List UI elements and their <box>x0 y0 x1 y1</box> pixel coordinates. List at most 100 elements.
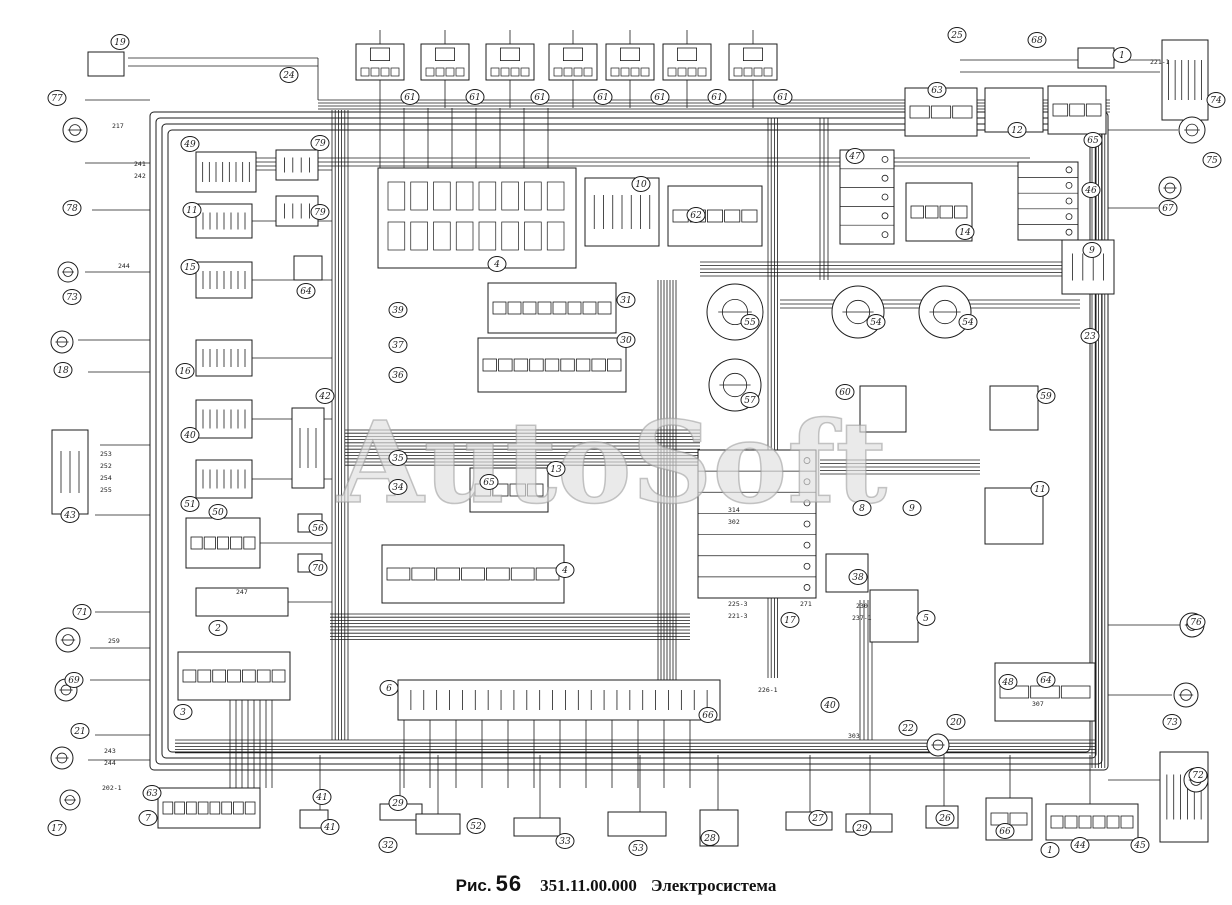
component-callout-52: 52 <box>466 818 486 834</box>
svg-text:23: 23 <box>1083 332 1096 342</box>
component-callout-30: 30 <box>616 332 636 348</box>
component-callout-15: 15 <box>180 259 200 275</box>
component-callout-17: 17 <box>47 820 67 836</box>
component-callout-29: 29 <box>388 795 408 811</box>
component-callout-61: 61 <box>400 89 420 105</box>
svg-text:11: 11 <box>1034 485 1045 495</box>
component-callout-63: 63 <box>927 82 947 98</box>
wire-label: 243 <box>104 747 116 755</box>
component-block-cells <box>177 651 291 701</box>
svg-text:67: 67 <box>1162 204 1174 214</box>
component-callout-49: 49 <box>180 136 200 152</box>
component-callout-27: 27 <box>808 810 828 826</box>
svg-text:72: 72 <box>1192 771 1204 781</box>
svg-text:35: 35 <box>392 454 404 464</box>
svg-text:54: 54 <box>870 318 882 328</box>
svg-text:11: 11 <box>186 206 197 216</box>
component-callout-45: 45 <box>1130 837 1150 853</box>
component-block-pins <box>275 149 319 181</box>
component-callout-18: 18 <box>53 362 73 378</box>
svg-text:37: 37 <box>392 341 404 351</box>
wire-label: 221-3 <box>728 612 748 620</box>
component-callout-40: 40 <box>180 427 200 443</box>
svg-text:26: 26 <box>938 814 951 824</box>
component-callout-39: 39 <box>388 302 408 318</box>
component-callout-17: 17 <box>780 612 800 628</box>
svg-text:29: 29 <box>855 824 868 834</box>
component-callout-20: 20 <box>946 714 966 730</box>
wire-label: 307 <box>1032 700 1044 708</box>
component-callout-64: 64 <box>296 283 316 299</box>
component-block-relay <box>605 43 655 81</box>
svg-text:34: 34 <box>392 483 404 493</box>
component-callout-9: 9 <box>1082 242 1102 258</box>
svg-text:38: 38 <box>852 573 864 583</box>
gauge-symbol <box>1158 176 1182 200</box>
component-callout-41: 41 <box>312 789 332 805</box>
component-callout-57: 57 <box>740 392 760 408</box>
wire-label: 226-1 <box>758 686 778 694</box>
component-block-pins <box>195 151 257 193</box>
svg-text:9: 9 <box>1089 246 1095 256</box>
svg-text:9: 9 <box>909 504 915 514</box>
svg-text:78: 78 <box>66 204 78 214</box>
svg-text:50: 50 <box>212 508 224 518</box>
component-callout-79: 79 <box>310 135 330 151</box>
svg-text:36: 36 <box>392 371 404 381</box>
component-callout-33: 33 <box>555 833 575 849</box>
svg-text:24: 24 <box>282 71 295 81</box>
component-callout-67: 67 <box>1158 200 1178 216</box>
component-callout-64: 64 <box>1036 672 1056 688</box>
component-callout-10: 10 <box>631 176 651 192</box>
svg-text:42: 42 <box>318 392 331 402</box>
svg-text:62: 62 <box>690 211 702 221</box>
component-callout-32: 32 <box>378 837 398 853</box>
svg-text:56: 56 <box>312 524 324 534</box>
component-callout-23: 23 <box>1080 328 1100 344</box>
svg-text:48: 48 <box>1001 678 1014 688</box>
component-block-box <box>1077 47 1115 69</box>
svg-text:17: 17 <box>51 824 63 834</box>
svg-text:53: 53 <box>632 844 644 854</box>
svg-text:30: 30 <box>620 336 632 346</box>
component-callout-19: 19 <box>110 34 130 50</box>
wire-label: 230 <box>856 602 868 610</box>
component-block-rows <box>1017 161 1079 241</box>
svg-text:41: 41 <box>323 823 335 833</box>
svg-text:79: 79 <box>314 139 326 149</box>
svg-text:51: 51 <box>184 500 195 510</box>
component-callout-69: 69 <box>64 672 84 688</box>
gauge-symbol <box>706 283 764 341</box>
svg-text:32: 32 <box>382 841 394 851</box>
component-callout-9: 9 <box>902 500 922 516</box>
gauge-symbol <box>55 627 81 653</box>
svg-text:1: 1 <box>1047 846 1053 856</box>
svg-text:22: 22 <box>901 724 914 734</box>
svg-text:52: 52 <box>470 822 482 832</box>
component-callout-11: 11 <box>182 202 202 218</box>
wire-label: 242 <box>134 172 146 180</box>
component-block-relay <box>728 43 778 81</box>
watermark: AutoSoft <box>336 398 888 529</box>
svg-text:14: 14 <box>959 228 971 238</box>
component-block-box <box>859 385 907 433</box>
svg-text:13: 13 <box>550 465 562 475</box>
svg-text:55: 55 <box>744 318 756 328</box>
component-block-relay <box>548 43 598 81</box>
component-block-pins <box>195 261 253 299</box>
component-block-pins <box>195 399 253 439</box>
wire-label: 217 <box>112 122 124 130</box>
gauge-symbol <box>50 746 74 770</box>
svg-text:76: 76 <box>1190 618 1202 628</box>
component-callout-51: 51 <box>180 496 200 512</box>
component-callout-43: 43 <box>60 507 80 523</box>
svg-text:57: 57 <box>744 396 756 406</box>
component-block-cells <box>381 544 565 604</box>
svg-text:79: 79 <box>314 208 326 218</box>
component-block-pins <box>195 459 253 499</box>
component-block-relay <box>355 43 405 81</box>
svg-text:71: 71 <box>76 608 87 618</box>
svg-text:47: 47 <box>848 152 861 162</box>
